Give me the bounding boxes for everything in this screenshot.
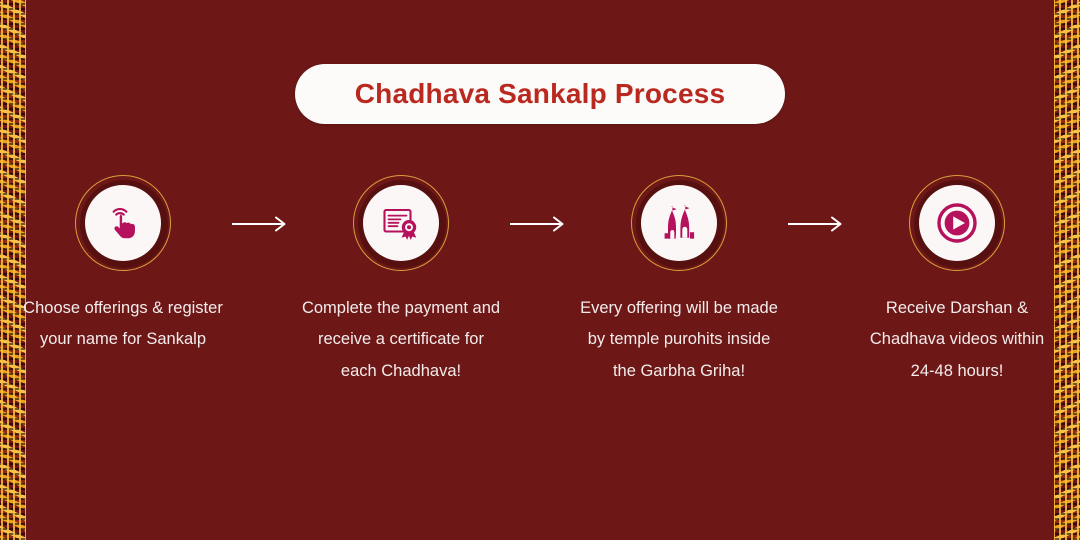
arrow-right-3: [779, 215, 857, 233]
play-video-icon: [937, 203, 977, 243]
page-title: Chadhava Sankalp Process: [354, 78, 726, 109]
arrow-right-2: [501, 215, 579, 233]
step-3-caption: Every offering will be made by temple pu…: [580, 299, 778, 380]
arrow-right-1: [223, 215, 301, 233]
process-step-2: Complete the payment and receive a certi…: [301, 175, 501, 387]
process-steps-row: Choose offerings & register your name fo…: [23, 175, 1044, 387]
step-4-disc: [919, 185, 995, 261]
tap-hand-icon: [112, 208, 135, 239]
step-3-badge: [631, 175, 727, 271]
step-1-badge: [75, 175, 171, 271]
step-1-caption: Choose offerings & register your name fo…: [23, 299, 223, 349]
certificate-seal-icon: [383, 208, 417, 240]
title-pill: Chadhava Sankalp Process: [295, 64, 785, 124]
step-2-badge: [353, 175, 449, 271]
step-2-caption: Complete the payment and receive a certi…: [301, 299, 501, 380]
border-edge-shade-left: [26, 0, 33, 540]
step-4-caption: Receive Darshan & Chadhava videos within…: [869, 299, 1045, 380]
step-2-disc: [363, 185, 439, 261]
process-step-3: Every offering will be made by temple pu…: [579, 175, 779, 387]
process-step-4: Receive Darshan & Chadhava videos within…: [857, 175, 1057, 387]
step-4-badge: [909, 175, 1005, 271]
step-1-disc: [85, 185, 161, 261]
process-step-1: Choose offerings & register your name fo…: [23, 175, 223, 356]
step-3-disc: [641, 185, 717, 261]
temple-icon: [664, 205, 695, 239]
decorative-border-left: [0, 0, 33, 540]
